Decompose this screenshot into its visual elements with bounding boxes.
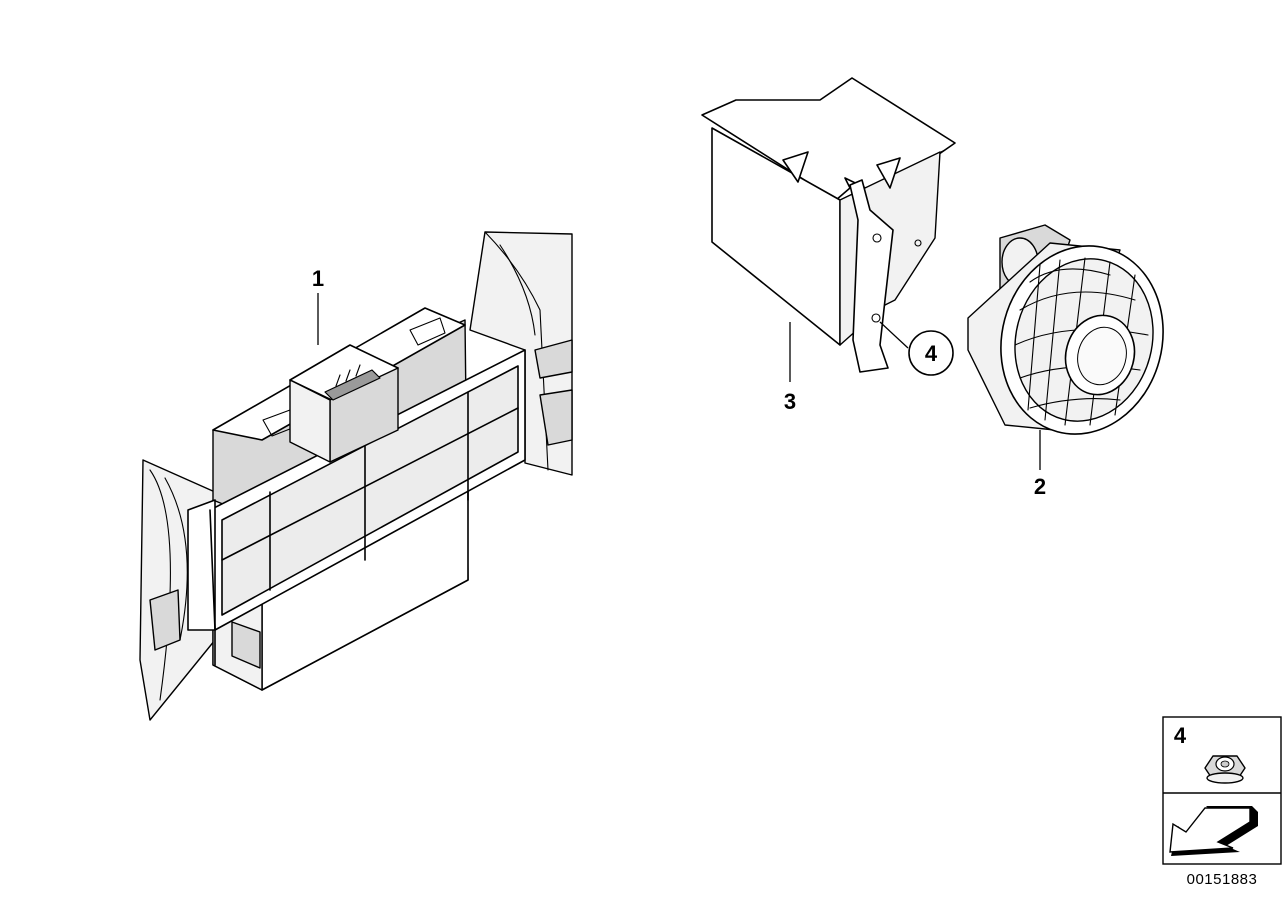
control-unit-icon — [139, 231, 573, 721]
legend-box: 4 — [1162, 716, 1282, 865]
callout-2: 2 — [1034, 474, 1046, 499]
callout-4: 4 — [925, 341, 938, 366]
leader-4 — [879, 321, 909, 349]
mounting-bracket-icon — [701, 77, 956, 373]
legend-part-number: 4 — [1174, 723, 1187, 748]
callout-3: 3 — [784, 389, 796, 414]
document-number: 00151883 — [1187, 871, 1258, 888]
horn-speaker-icon — [967, 224, 1164, 435]
hex-nut-icon — [1204, 755, 1246, 784]
callout-1: 1 — [312, 266, 324, 291]
direction-arrow-icon — [1169, 806, 1258, 856]
callout-4-circle — [908, 330, 954, 376]
